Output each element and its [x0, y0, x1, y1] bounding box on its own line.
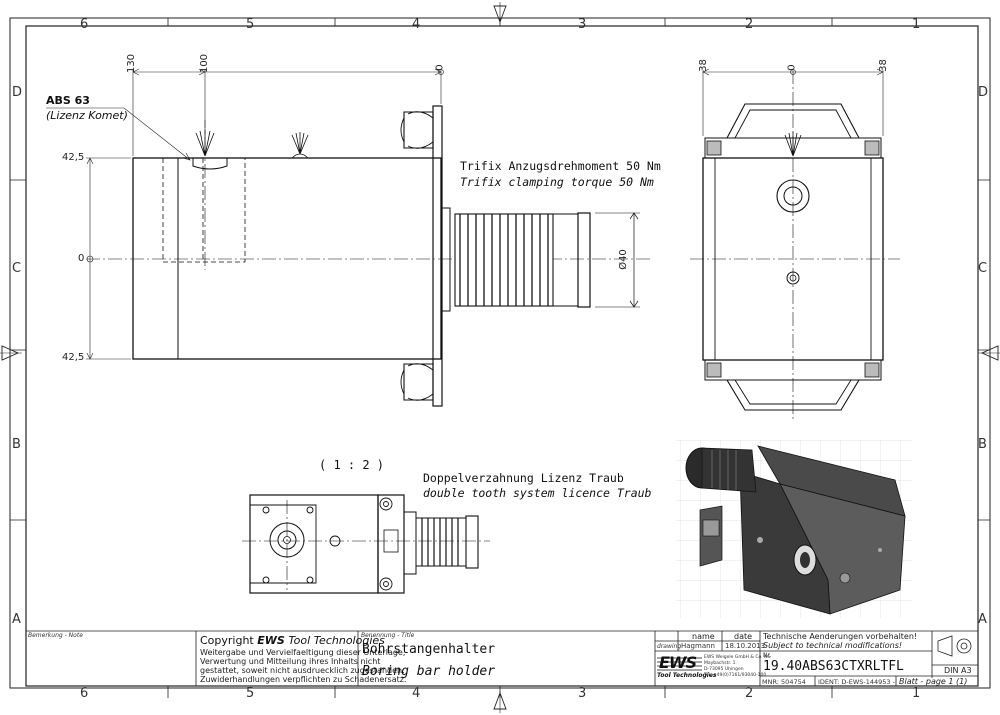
mnr: MNR: 504754 [762, 678, 806, 686]
paper-format: DIN A3 [944, 666, 972, 675]
isometric-view [676, 440, 912, 618]
note-torque-en: Trifix clamping torque 50 Nm [460, 175, 654, 189]
copyright-suffix: Tool Technologies [284, 634, 385, 647]
zone-col-4-bottom: 4 [412, 686, 421, 701]
company-line-3: D-73095 Uhingen [704, 667, 744, 672]
sheet-number: Blatt - page 1 (1) [899, 677, 968, 686]
row-drawing: drawing [657, 643, 682, 650]
zone-col-3: 3 [578, 17, 587, 32]
dim-0-front: 0 [434, 64, 446, 71]
zone-col-2: 2 [745, 17, 754, 32]
title-en: Boring bar holder [362, 664, 496, 679]
company-line-4: Tel. +49(0)7161/93040-100 [704, 673, 767, 678]
title-de: Bohrstangenhalter [362, 642, 496, 657]
zone-row-d: D [12, 85, 23, 100]
note-tooth-de: Doppelverzahnung Lizenz Traub [423, 471, 624, 485]
remark-label: Bemerkung - Note [28, 632, 83, 639]
zone-row-b-right: B [978, 437, 987, 452]
front-view [86, 105, 650, 407]
copyright-prefix: Copyright [200, 634, 258, 647]
zone-row-a-right: A [978, 612, 987, 627]
copyright-line-3: gestattet, soweit nicht ausdruecklich zu… [200, 666, 405, 675]
change-note-de: Technische Aenderungen vorbehalten! [763, 632, 918, 641]
zone-col-3-bottom: 3 [578, 686, 587, 701]
zone-col-6: 6 [80, 17, 89, 32]
zone-row-b: B [12, 437, 21, 452]
ident: IDENT: D-EWS-144953 - [818, 678, 895, 686]
front-dimensions [46, 68, 444, 360]
designation-label: Benennung - Title [361, 632, 415, 639]
copyright-heading: Copyright EWS Tool Technologies [200, 634, 385, 647]
zone-col-5-bottom: 5 [246, 686, 255, 701]
zone-row-c-right: C [978, 261, 988, 276]
col-name: name [692, 632, 715, 641]
copyright-line-1: Weitergabe und Vervielfaeltigung dieser … [200, 648, 406, 657]
note-scale: ( 1 : 2 ) [319, 458, 385, 472]
company-line-2: Maybachstr. 1 [704, 661, 736, 666]
dim-100: 100 [199, 53, 211, 74]
note-torque-de: Trifix Anzugsdrehmoment 50 Nm [460, 159, 661, 173]
company-line-1: EWS Weigele GmbH & Co. KG [704, 655, 771, 660]
copyright-line-4: Zuwiderhandlungen verpflichten zu Schade… [200, 675, 407, 684]
dim-0-left: 0 [78, 253, 85, 264]
note-abs-sub: (Lizenz Komet) [46, 109, 128, 122]
zone-col-6-bottom: 6 [80, 686, 89, 701]
dim-42-5-bottom: 42,5 [62, 352, 85, 363]
dim-38-left: 38 [697, 59, 709, 72]
detail-view-1-2 [242, 494, 490, 594]
drawer-name: Hagmann [681, 642, 715, 650]
note-abs-title: ABS 63 [46, 94, 90, 107]
dim-0-side: 0 [786, 64, 798, 71]
change-note-en: Subject to technical modifications! [763, 641, 903, 650]
side-dimensions [702, 68, 884, 136]
title-block-grid [26, 630, 978, 686]
side-view [690, 70, 900, 420]
part-number: 19.40ABS63CTXRLTFL [763, 659, 904, 674]
zone-row-d-right: D [978, 85, 989, 100]
dim-42-5-top: 42,5 [62, 152, 85, 163]
zone-col-2-bottom: 2 [745, 686, 754, 701]
note-tooth-en: double tooth system licence Traub [423, 486, 652, 500]
copyright-line-2: Verwertung und Mitteilung ihres Inhalts … [200, 657, 381, 666]
drawer-date: 18.10.2013 [725, 642, 766, 650]
nr-label: Nr. [763, 652, 772, 659]
col-date: date [734, 632, 753, 641]
zone-col-1: 1 [912, 17, 921, 32]
logo-text: EWS [659, 653, 697, 672]
dim-130: 130 [126, 53, 138, 74]
copyright-brand: EWS [257, 634, 285, 647]
dim-diameter: Ø40 [617, 249, 629, 270]
zone-col-1-bottom: 1 [912, 686, 921, 701]
zone-col-5: 5 [246, 17, 255, 32]
ews-logo [657, 656, 702, 674]
zone-row-a: A [12, 612, 21, 627]
logo-sub: Tool Technologies [657, 672, 717, 679]
zone-col-4: 4 [412, 17, 421, 32]
zone-row-c: C [12, 261, 22, 276]
dim-38-right: 38 [877, 59, 889, 72]
